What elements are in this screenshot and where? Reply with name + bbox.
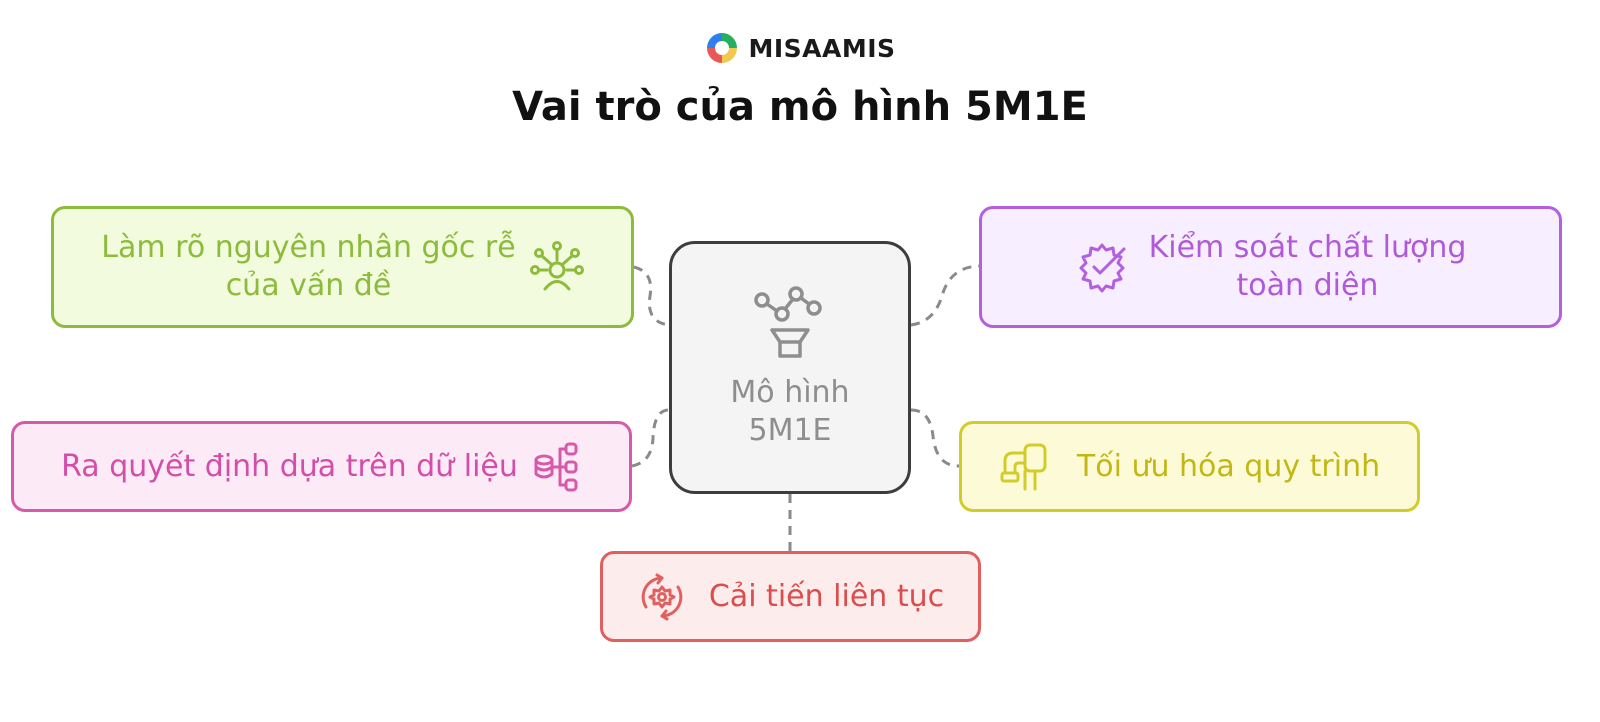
role-data-decision: Ra quyết định dựa trên dữ liệu <box>11 421 632 512</box>
person-connections-icon <box>529 240 584 294</box>
brand-logo: MISAAMIS <box>0 30 1600 66</box>
role-root-cause-line1: Làm rõ nguyên nhân gốc rễ <box>101 230 516 265</box>
role-quality-control-label: Kiểm soát chất lượng toàn diện <box>1149 229 1467 305</box>
role-continuous-improvement: Cải tiến liên tục <box>600 551 981 642</box>
role-root-cause-label: Làm rõ nguyên nhân gốc rễ của vấn đề <box>101 229 515 305</box>
connector-quality-control <box>910 264 980 327</box>
network-funnel-icon <box>754 285 822 358</box>
center-label-line2: 5M1E <box>748 412 832 448</box>
brand-name: MISAAMIS <box>748 33 896 63</box>
role-root-cause-line2: của vấn đề <box>225 268 392 303</box>
database-flow-icon <box>532 440 582 494</box>
role-process-optimization-label: Tối ưu hóa quy trình <box>1076 448 1381 484</box>
connector-data-decision <box>631 408 670 468</box>
role-data-decision-label: Ra quyết định dựa trên dữ liệu <box>61 448 518 484</box>
misa-amis-logo-icon <box>707 33 738 63</box>
center-label: Mô hình 5M1E <box>730 374 849 450</box>
role-continuous-improvement-label: Cải tiến liên tục <box>708 578 945 614</box>
pipe-flow-icon <box>999 441 1051 493</box>
center-node: Mô hình 5M1E <box>669 241 911 494</box>
gear-check-icon <box>1075 240 1129 294</box>
center-label-line1: Mô hình <box>730 374 850 410</box>
diagram-title: Vai trò của mô hình 5M1E <box>512 84 1088 130</box>
role-root-cause: Làm rõ nguyên nhân gốc rễ của vấn đề <box>51 206 634 328</box>
gear-cycle-icon <box>637 572 687 622</box>
connector-process-optimization <box>910 408 960 468</box>
role-quality-control-line1: Kiểm soát chất lượng <box>1148 230 1467 265</box>
role-quality-control-line2: toàn diện <box>1236 268 1379 303</box>
role-quality-control: Kiểm soát chất lượng toàn diện <box>979 206 1562 328</box>
connector-root-cause <box>633 265 670 327</box>
role-process-optimization: Tối ưu hóa quy trình <box>959 421 1420 512</box>
